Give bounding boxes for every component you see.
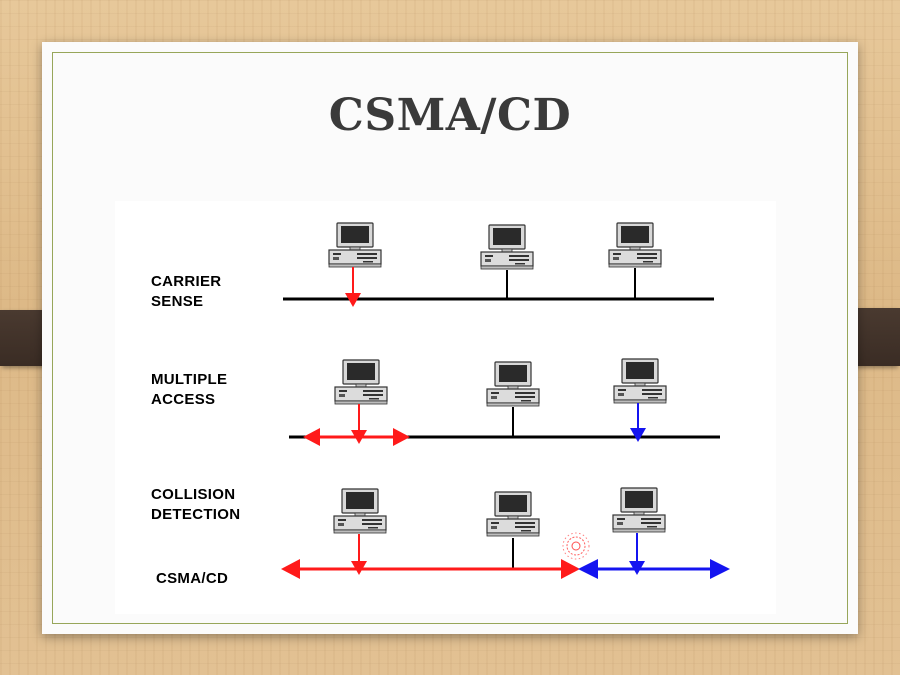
row-label-collision-detection: COLLISION DETECTION bbox=[151, 485, 240, 525]
label-line: ACCESS bbox=[151, 391, 216, 408]
desktop-computer-icon bbox=[608, 222, 662, 268]
diagram-panel bbox=[115, 201, 776, 614]
desktop-computer-icon bbox=[613, 358, 667, 404]
arrow-head bbox=[281, 559, 300, 579]
desktop-computer-icon bbox=[612, 487, 666, 533]
arrow-head bbox=[578, 559, 598, 579]
arrow-head bbox=[351, 430, 367, 444]
arrow-head bbox=[303, 428, 320, 446]
row-carrier-sense bbox=[283, 222, 714, 307]
desktop-computer-icon bbox=[334, 359, 388, 405]
desktop-computer-icon bbox=[486, 491, 540, 537]
desktop-computer-icon bbox=[328, 222, 382, 268]
arrow-head bbox=[710, 559, 730, 579]
arrow-head bbox=[351, 561, 367, 575]
label-line: CARRIER bbox=[151, 273, 222, 290]
slide-title: CSMA/CD bbox=[328, 90, 572, 141]
collision-burst-icon bbox=[562, 532, 590, 560]
arrow-head bbox=[393, 428, 410, 446]
desktop-computer-icon bbox=[480, 224, 534, 270]
arrow-head bbox=[630, 428, 646, 442]
row-label-carrier-sense: CARRIER SENSE bbox=[151, 272, 221, 312]
desktop-computer-icon bbox=[486, 361, 540, 407]
arrow-head bbox=[561, 559, 580, 579]
desktop-computer-icon bbox=[333, 488, 387, 534]
row-collision-detection bbox=[281, 487, 730, 579]
arrow-head bbox=[629, 561, 645, 575]
label-line: MULTIPLE bbox=[151, 371, 228, 388]
label-line: COLLISION bbox=[151, 486, 236, 503]
row-multiple-access bbox=[289, 358, 720, 446]
footer-label: CSMA/CD bbox=[156, 570, 229, 587]
label-line: DETECTION bbox=[151, 506, 241, 523]
label-line: SENSE bbox=[151, 293, 204, 310]
arrow-head bbox=[345, 293, 361, 307]
row-label-multiple-access: MULTIPLE ACCESS bbox=[151, 370, 227, 410]
